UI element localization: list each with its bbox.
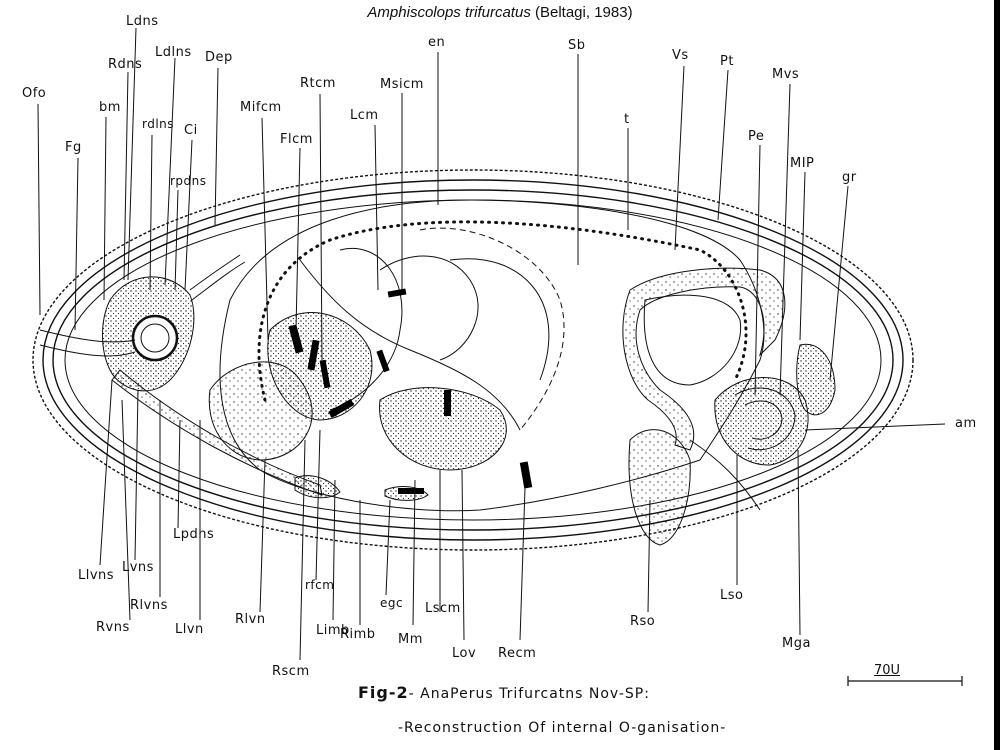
figure-number: Fig-2 bbox=[358, 683, 409, 702]
species-name: Amphiscolops trifurcatus bbox=[367, 4, 531, 21]
label-livns: Llvns bbox=[78, 568, 115, 583]
label-rivns: Rlvns bbox=[130, 598, 168, 613]
label-mifcm: Mifcm bbox=[240, 100, 282, 115]
label-rdns: Rdns bbox=[108, 57, 143, 72]
label-livn: Llvn bbox=[175, 622, 204, 637]
author-year: (Beltagi, 1983) bbox=[535, 4, 633, 21]
label-gr: gr bbox=[842, 170, 857, 185]
label-fg: Fg bbox=[65, 140, 82, 155]
scale-bar-label: 70U bbox=[874, 663, 901, 678]
label-ofo: Ofo bbox=[22, 86, 47, 101]
label-flcm: Flcm bbox=[280, 132, 313, 147]
figure-caption-line1: Fig-2- AnaPerus Trifurcatns Nov-SP: bbox=[358, 683, 650, 702]
label-rimb: Rimb bbox=[340, 627, 376, 642]
figure-title: Amphiscolops trifurcatus (Beltagi, 1983) bbox=[0, 4, 1000, 21]
figure-caption-line2: -Reconstruction Of internal O-ganisation… bbox=[398, 720, 727, 736]
label-pt: Pt bbox=[720, 54, 734, 69]
testis-dotted-line bbox=[257, 220, 748, 402]
label-egc: egc bbox=[380, 596, 404, 610]
label-lso: Lso bbox=[720, 588, 744, 603]
central-mass bbox=[208, 227, 565, 471]
right-edge-bar bbox=[994, 0, 1000, 750]
muscle-marks bbox=[288, 288, 533, 494]
label-ldns: Ldns bbox=[126, 14, 159, 29]
label-rdins: rdlns bbox=[142, 117, 175, 131]
label-mm: Mm bbox=[398, 632, 423, 647]
label-en: en bbox=[428, 35, 446, 50]
seminal-vesicle bbox=[622, 267, 786, 451]
body-outline bbox=[32, 169, 914, 551]
label-lvns: Lvns bbox=[122, 560, 154, 575]
label-pe: Pe bbox=[748, 129, 765, 144]
label-rvns: Rvns bbox=[96, 620, 130, 635]
label-lscm: Lscm bbox=[425, 601, 461, 616]
label-mga: Mga bbox=[782, 636, 811, 651]
label-dep: Dep bbox=[205, 50, 233, 65]
label-rfcm: rfcm bbox=[305, 578, 335, 592]
label-lov: Lov bbox=[452, 646, 477, 661]
label-sb: Sb bbox=[568, 38, 586, 53]
label-msicm: Msicm bbox=[380, 77, 424, 92]
label-mip: MIP bbox=[790, 156, 815, 171]
label-rso: Rso bbox=[630, 614, 656, 629]
label-lcm: Lcm bbox=[350, 108, 379, 123]
label-vs: Vs bbox=[672, 48, 689, 63]
label-ldins: Ldlns bbox=[155, 45, 192, 60]
label-mvs: Mvs bbox=[772, 67, 800, 82]
leader-lines bbox=[37, 27, 946, 661]
label-rpdns: rpdns bbox=[170, 174, 207, 188]
caption-species: - AnaPerus Trifurcatns Nov-SP: bbox=[408, 686, 650, 702]
label-lpdns: Lpdns bbox=[173, 527, 215, 542]
label-recm: Recm bbox=[498, 646, 537, 661]
scale-bar bbox=[847, 676, 963, 686]
label-rtcm: Rtcm bbox=[300, 76, 336, 91]
label-am: am bbox=[955, 416, 977, 431]
label-t: t bbox=[624, 112, 630, 127]
label-rscm: Rscm bbox=[272, 664, 310, 679]
label-rivn: Rlvn bbox=[235, 612, 266, 627]
copulatory-region bbox=[628, 343, 836, 546]
brain-region bbox=[39, 254, 246, 392]
label-bm: bm bbox=[99, 100, 121, 115]
label-limb: Limb bbox=[316, 623, 350, 638]
label-ci: Ci bbox=[184, 123, 198, 138]
